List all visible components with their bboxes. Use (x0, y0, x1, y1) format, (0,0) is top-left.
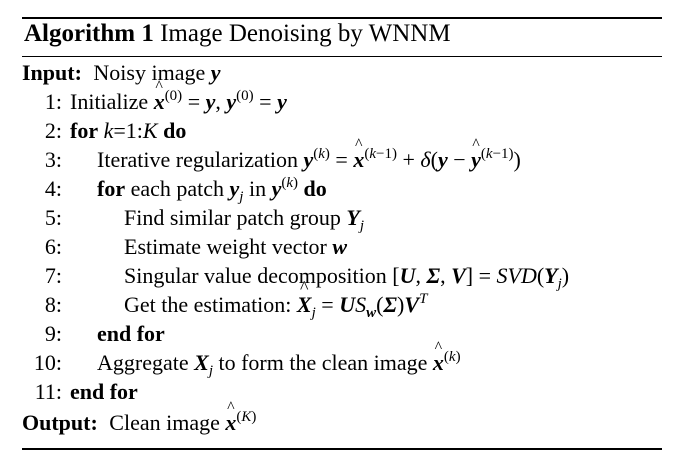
keyword-for: for (97, 176, 126, 201)
input-line: Input: Noisy image y (22, 60, 221, 89)
line-number: 10: (33, 350, 62, 375)
top-rule (22, 17, 662, 19)
step-text: Get the estimation: (124, 292, 292, 317)
algorithm-title-text: Image Denoising by WNNM (160, 20, 451, 47)
line-number: 8: (44, 292, 62, 317)
input-var: y (210, 60, 221, 85)
line-number: 3: (44, 147, 62, 172)
step-text: each patch (130, 176, 225, 201)
keyword-do: do (303, 176, 327, 201)
line-number: 4: (44, 176, 62, 201)
input-text: Noisy image (93, 60, 206, 85)
formula-xhat: x (154, 89, 165, 115)
step-text: Estimate weight vector (124, 234, 327, 259)
input-label: Input: (22, 60, 82, 85)
output-text: Clean image (109, 410, 220, 435)
keyword-do: do (163, 118, 187, 143)
algorithm-label: Algorithm 1 (24, 20, 154, 47)
loop-var: k (103, 118, 114, 143)
step-text: Aggregate (97, 350, 189, 375)
bottom-rule (22, 448, 662, 450)
title-rule (22, 56, 662, 58)
keyword-end-for: end for (70, 379, 138, 404)
loop-bound: K (142, 118, 158, 143)
line-number: 5: (44, 205, 62, 230)
step-text: Singular value decomposition (124, 263, 387, 288)
step-text: Find similar patch group (124, 205, 341, 230)
line-number: 9: (44, 321, 62, 346)
algorithm-title: Algorithm 1 Image Denoising by WNNM (24, 20, 451, 48)
line-number: 7: (44, 263, 62, 288)
keyword-end-for: end for (97, 321, 165, 346)
keyword-for: for (70, 118, 99, 143)
step-text-in: in (248, 176, 267, 201)
output-line: Output: Clean image x(K) (22, 410, 256, 439)
step-text: Initialize (70, 89, 149, 114)
line-number: 11: (34, 379, 62, 404)
loop-range: =1: (113, 118, 143, 143)
output-label: Output: (22, 410, 98, 435)
line-number: 1: (44, 89, 62, 114)
step-text-rest: to form the clean image (218, 350, 428, 375)
line-number: 2: (44, 118, 62, 143)
step-text: Iterative regularization (97, 147, 298, 172)
line-number: 6: (44, 234, 62, 259)
